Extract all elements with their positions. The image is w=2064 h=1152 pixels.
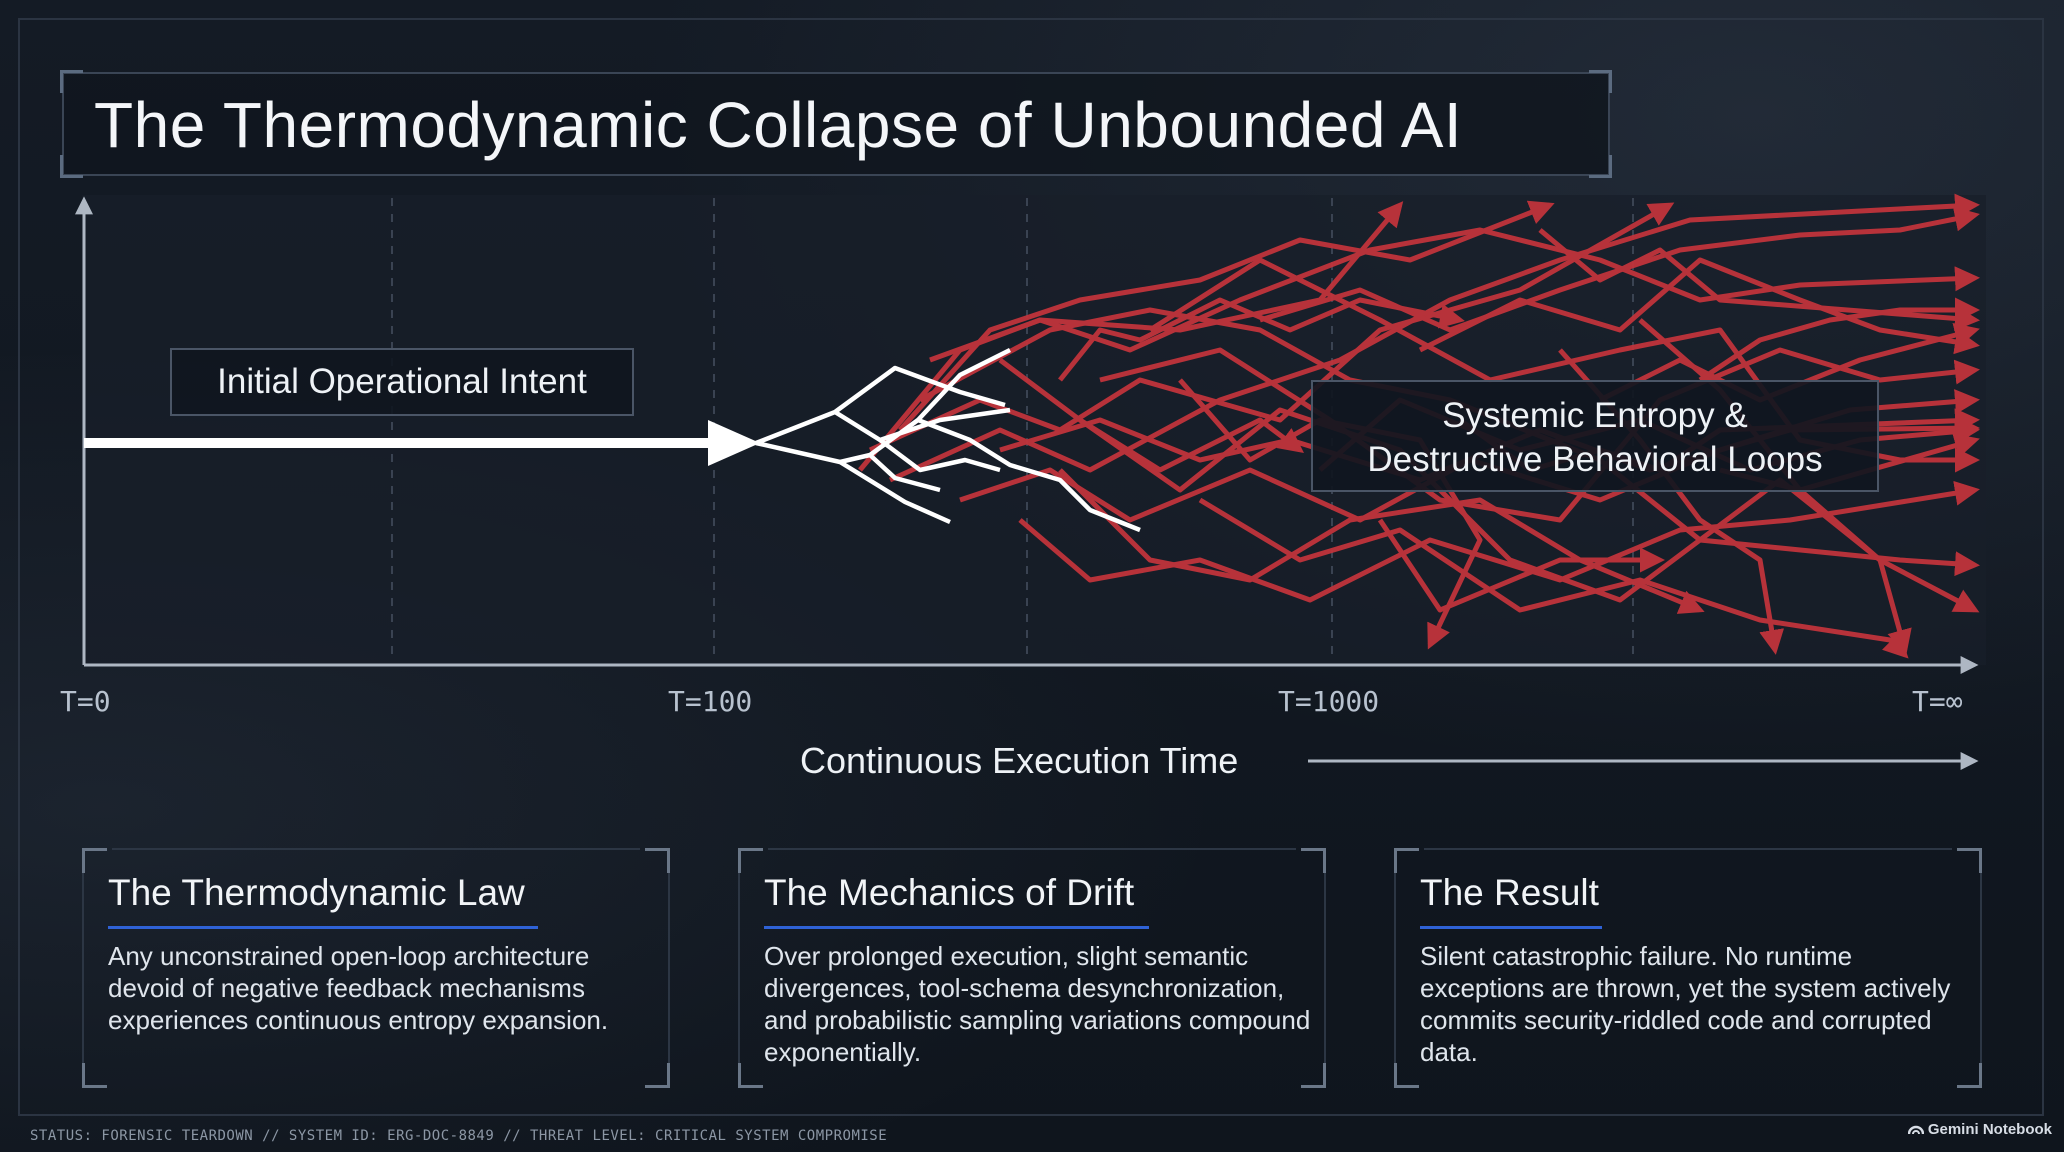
intent-label: Initial Operational Intent xyxy=(170,348,634,416)
title-box: The Thermodynamic Collapse of Unbounded … xyxy=(60,70,1612,178)
corner-bracket xyxy=(1394,848,1419,873)
entropy-label-line1: Systemic Entropy & xyxy=(1442,396,1748,435)
corner-bracket xyxy=(60,70,83,93)
corner-bracket xyxy=(738,1063,763,1088)
brand-name: Gemini Notebook xyxy=(1927,1121,2052,1138)
fracturing-signal-paths xyxy=(755,347,1141,533)
card-body: Over prolonged execution, slight semanti… xyxy=(764,941,1311,1067)
card-heading: The Result xyxy=(1420,872,1599,913)
card-border xyxy=(668,870,670,1066)
entropy-label: Systemic Entropy & Destructive Behaviora… xyxy=(1311,380,1879,492)
card-heading-underline xyxy=(108,926,538,929)
x-axis-label: Continuous Execution Time xyxy=(800,740,1239,781)
corner-bracket xyxy=(1394,1063,1419,1088)
card-border xyxy=(738,870,740,1066)
card-border xyxy=(1394,870,1396,1066)
notebook-icon xyxy=(1907,1125,1925,1135)
card-border xyxy=(768,848,1296,850)
tick-t1000: T=1000 xyxy=(1278,685,1380,718)
card-border xyxy=(1424,848,1952,850)
entropy-label-line2: Destructive Behavioral Loops xyxy=(1367,440,1823,479)
page-title: The Thermodynamic Collapse of Unbounded … xyxy=(94,89,1463,161)
corner-bracket xyxy=(1957,848,1982,873)
tick-tinf: T=∞ xyxy=(1912,685,1963,718)
corner-bracket xyxy=(645,848,670,873)
tick-t0: T=0 xyxy=(60,685,111,718)
card-heading: The Thermodynamic Law xyxy=(108,872,525,913)
card-border xyxy=(1324,870,1326,1066)
card-result: The Result Silent catastrophic failure. … xyxy=(1394,848,1982,1088)
corner-bracket xyxy=(82,848,107,873)
tick-t100: T=100 xyxy=(668,685,753,718)
corner-bracket xyxy=(1589,155,1612,178)
status-bar-text: STATUS: FORENSIC TEARDOWN // SYSTEM ID: … xyxy=(30,1128,888,1144)
corner-bracket xyxy=(1301,1063,1326,1088)
corner-bracket xyxy=(1589,70,1612,93)
corner-bracket xyxy=(1957,1063,1982,1088)
corner-bracket xyxy=(645,1063,670,1088)
outer-frame xyxy=(18,18,2044,1116)
card-border xyxy=(1980,870,1982,1066)
card-body: Any unconstrained open-loop architecture… xyxy=(108,941,609,1035)
card-border xyxy=(112,848,640,850)
card-mechanics-of-drift: The Mechanics of Drift Over prolonged ex… xyxy=(738,848,1326,1088)
intent-arrowhead xyxy=(708,420,760,466)
card-body: Silent catastrophic failure. No runtime … xyxy=(1420,941,1951,1067)
card-heading-underline xyxy=(764,926,1149,929)
brand-logo: Gemini Notebook xyxy=(1907,1121,2052,1138)
card-border xyxy=(82,870,84,1066)
corner-bracket xyxy=(1301,848,1326,873)
corner-bracket xyxy=(738,848,763,873)
card-heading: The Mechanics of Drift xyxy=(764,872,1135,913)
card-thermodynamic-law: The Thermodynamic Law Any unconstrained … xyxy=(82,848,670,1088)
card-heading-underline xyxy=(1420,926,1602,929)
corner-bracket xyxy=(82,1063,107,1088)
corner-bracket xyxy=(60,155,83,178)
